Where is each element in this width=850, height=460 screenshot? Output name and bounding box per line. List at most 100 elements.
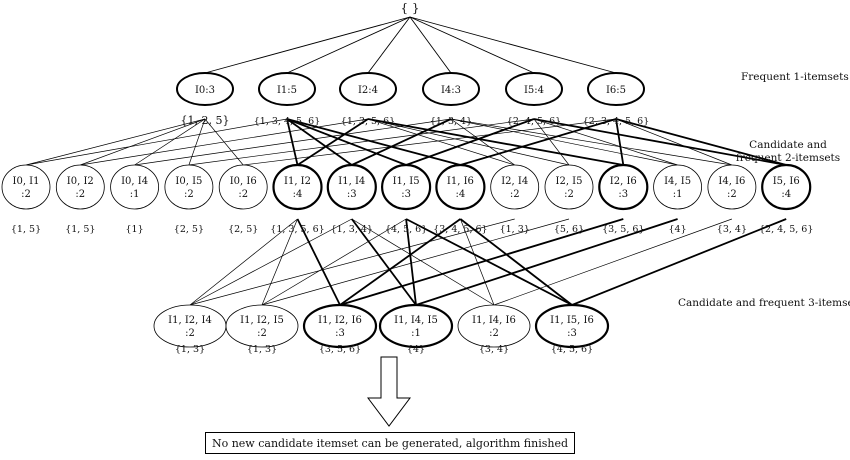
node-tidset: {2, 5} bbox=[228, 224, 258, 235]
node-count: :2 bbox=[75, 189, 85, 200]
node-tidset: {3, 4} bbox=[479, 344, 509, 355]
node-tidset: {1, 3, 4, 5, 6} bbox=[254, 116, 320, 127]
edge-i4-i2-i4 bbox=[450, 118, 515, 166]
node-items: I5, I6 bbox=[773, 176, 800, 187]
node-tidset: {2, 4, 5, 6} bbox=[507, 116, 561, 127]
node-tidset: {2, 5} bbox=[174, 224, 204, 235]
edge-i4-i1-i4 bbox=[351, 118, 452, 166]
node-ellipse bbox=[490, 164, 540, 210]
edge-root-i1 bbox=[286, 16, 411, 74]
node-label: I6:5 bbox=[606, 85, 626, 96]
node-count: :3 bbox=[401, 189, 411, 200]
edge-i6-i0-i6 bbox=[243, 118, 617, 166]
edge-root-i0 bbox=[204, 16, 411, 74]
edge-i2-i6-i1-i2-i6 bbox=[339, 218, 624, 306]
edge-i1-i6-i1-i4-i6 bbox=[460, 218, 495, 306]
node-ellipse bbox=[378, 303, 454, 349]
edge-i4-i5-i1-i4-i5 bbox=[415, 218, 678, 306]
edge-i1-i4-i1-i4-i5 bbox=[351, 218, 417, 306]
node-items: I0, I2 bbox=[67, 176, 94, 187]
edge-i4-i4-i5 bbox=[450, 118, 678, 166]
itemset-node-i1-i2-i6: I1, I2, I6:3{3, 5, 6} bbox=[302, 303, 378, 355]
section-label-candidate-2-line2: frequent 2-itemsets bbox=[736, 152, 840, 164]
edge-i1-i6-i1-i5-i6 bbox=[459, 218, 573, 306]
section-label-candidate-3-itemsets: Candidate and frequent 3-itemsets bbox=[678, 297, 850, 309]
edge-i1-i2-i1-i2-i6 bbox=[296, 218, 341, 306]
edge-i1-i0-i1 bbox=[25, 118, 288, 166]
edge-i0-i0-i2 bbox=[80, 118, 206, 166]
node-tidset: {5, 6} bbox=[554, 224, 584, 235]
itemset-node-i1-i4-i5: I1, I4, I5:1{4} bbox=[378, 303, 454, 355]
edge-i4-i4-i6 bbox=[450, 118, 732, 166]
node-ellipse bbox=[339, 72, 397, 106]
edge-i1-i4-i1-i2-i4 bbox=[189, 218, 352, 306]
node-ellipse bbox=[587, 72, 645, 106]
node-items: I0, I1 bbox=[13, 176, 40, 187]
node-items: I1, I5 bbox=[393, 176, 420, 187]
node-items: I0, I5 bbox=[175, 176, 202, 187]
itemset-node-i6: I6:5{2, 3, 4, 5, 6} bbox=[583, 72, 649, 127]
node-ellipse bbox=[381, 163, 432, 211]
node-tidset: {3, 4} bbox=[717, 224, 747, 235]
edge-i2-i2-i5 bbox=[367, 118, 570, 166]
node-ellipse bbox=[153, 304, 227, 348]
itemset-node-i1-i2: I1, I2:4{1, 3, 5, 6} bbox=[270, 163, 325, 235]
edge-i6-i4-i6 bbox=[615, 118, 733, 166]
node-items: I0, I6 bbox=[230, 176, 257, 187]
edge-i0-i0-i4 bbox=[134, 118, 206, 166]
node-tidset: {1, 5} bbox=[11, 224, 41, 235]
section-label-candidate-2-line1: Candidate and bbox=[749, 139, 827, 151]
node-ellipse bbox=[707, 164, 757, 210]
node-items: I1, I2, I4 bbox=[168, 315, 212, 326]
node-items: I1, I4, I6 bbox=[472, 315, 516, 326]
node-count: :2 bbox=[510, 189, 520, 200]
node-count: :1 bbox=[673, 189, 683, 200]
itemset-node-i1-i2-i5: I1, I2, I5:2{1, 3} bbox=[225, 304, 299, 355]
itemset-node-i4-i5: I4, I5:1{4} bbox=[653, 164, 702, 235]
node-count: :2 bbox=[564, 189, 574, 200]
node-items: I0, I4 bbox=[121, 176, 148, 187]
edge-i4-i6-i1-i4-i6 bbox=[493, 218, 733, 306]
node-ellipse bbox=[225, 304, 299, 348]
node-items: I1, I2, I5 bbox=[240, 315, 284, 326]
node-items: I2, I6 bbox=[610, 176, 637, 187]
itemset-node-i4: I4:3{1, 3, 4} bbox=[422, 72, 480, 127]
tree-nodes: I0:3{1, 2, 5}I1:5{1, 3, 4, 5, 6}I2:4{1, … bbox=[1, 72, 813, 355]
edge-i2-i4-i1-i2-i4 bbox=[189, 218, 515, 306]
node-items: I1, I6 bbox=[447, 176, 474, 187]
node-tidset: {1, 3, 5, 6} bbox=[341, 116, 395, 127]
node-ellipse bbox=[55, 164, 105, 210]
node-ellipse bbox=[218, 164, 268, 210]
itemset-node-i1-i5: I1, I5:3{4, 5, 6} bbox=[381, 163, 432, 235]
itemset-node-i0-i5: I0, I5:2{2, 5} bbox=[164, 164, 214, 235]
itemset-node-i1-i6: I1, I6:4{3, 4, 5, 6} bbox=[433, 163, 488, 235]
node-count: :1 bbox=[411, 328, 421, 339]
node-count: :4 bbox=[293, 189, 303, 200]
node-items: I2, I4 bbox=[501, 176, 528, 187]
node-count: :4 bbox=[781, 189, 791, 200]
final-message: No new candidate itemset can be generate… bbox=[211, 436, 569, 450]
node-ellipse bbox=[110, 164, 160, 210]
down-arrow-icon bbox=[367, 356, 411, 427]
node-label: I0:3 bbox=[195, 85, 215, 96]
edge-i1-i1-i6 bbox=[286, 118, 461, 166]
node-items: I2, I5 bbox=[556, 176, 583, 187]
node-tidset: {3, 5, 6} bbox=[602, 224, 644, 235]
node-tidset: {4, 5, 6} bbox=[551, 344, 593, 355]
edge-i6-i1-i6 bbox=[460, 118, 617, 166]
edge-i1-i1-i4 bbox=[286, 118, 353, 166]
node-label: I1:5 bbox=[277, 85, 297, 96]
edge-i1-i1-i2 bbox=[286, 118, 299, 166]
node-ellipse bbox=[505, 72, 563, 106]
node-ellipse bbox=[258, 72, 316, 106]
node-count: :3 bbox=[618, 189, 628, 200]
node-ellipse bbox=[176, 72, 234, 106]
itemset-node-i5-i6: I5, I6:4{2, 4, 5, 6} bbox=[759, 163, 813, 235]
node-items: I1, I4 bbox=[338, 176, 365, 187]
itemset-node-i2-i6: I2, I6 :3 {3, 5, 6} bbox=[598, 163, 649, 235]
node-items: I1, I4, I5 bbox=[394, 315, 438, 326]
node-count: :2 bbox=[238, 189, 248, 200]
itemset-node-i2-i5: I2, I5 :2 {5, 6} bbox=[544, 164, 594, 235]
node-count: :3 bbox=[335, 328, 345, 339]
itemset-node-i4-i6: I4, I6:2{3, 4} bbox=[707, 164, 757, 235]
